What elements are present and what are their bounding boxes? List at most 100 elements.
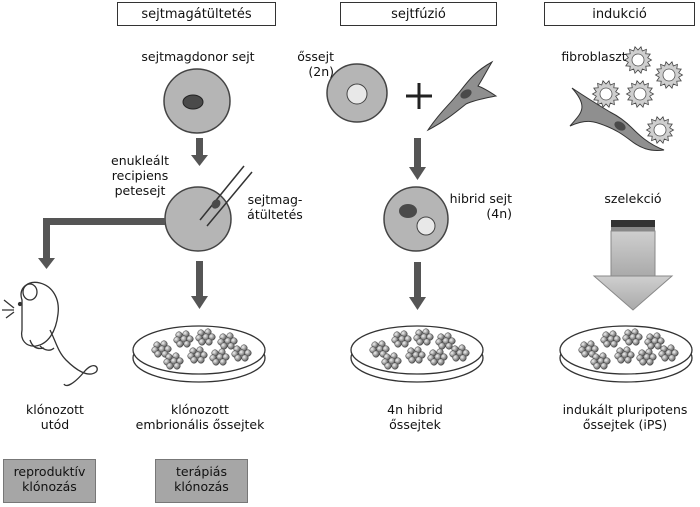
cell-ball [423,338,431,346]
cell-ball [654,342,662,350]
label-hybrid-line-1: hibrid sejt [449,191,512,206]
badge-reproductive-cloning: reproduktív klónozás [3,459,96,503]
cell-ball [668,354,676,362]
label-stem-line-1: őssejt [297,49,334,64]
label-hybrid-line-2: (4n) [486,206,512,221]
cell-ball [197,356,205,364]
cell-ball [198,338,206,346]
arrow-fusion-to-hybrid [409,138,426,180]
cell-ball [154,350,162,358]
cell-ball [445,342,453,350]
cell-ball [220,342,228,350]
cell-ball [438,342,446,350]
fibroblast-induction [569,87,665,151]
label-ips-line-1: indukált pluripotens [562,402,688,417]
badge-reproductive-line-2: klónozás [22,479,77,494]
cell-ball [241,354,249,362]
label-enucleated-line-1: enukleált [111,153,169,168]
label-donor-cell: sejtmagdonor sejt [141,49,255,64]
cell-ball [624,356,632,364]
label-enucleated-line-3: petesejt [114,183,166,198]
header-nuclear-transfer: sejtmagátültetés [117,2,276,26]
fibroblast-fusion [426,60,498,132]
micropipette [199,165,253,227]
cell-ball [600,362,608,370]
cell-ball [581,350,589,358]
cell-ball [610,340,618,348]
label-nt-step-line-2: átültetés [247,207,303,222]
label-selection: szelekció [604,191,662,206]
cell-ball [166,362,174,370]
cell-ball [415,356,423,364]
cell-ball [416,338,424,346]
cell-ball [632,338,640,346]
hybrid-cell-4n [383,186,449,252]
cell-ball [639,358,647,366]
arrow-to-offspring [38,218,165,269]
arrow-hybrid-to-dish [409,262,426,310]
label-cloned-offspring: klónozott utód [10,402,100,432]
arrow-recipient-to-dish [191,261,208,309]
stem-cell-2n [326,63,388,123]
cell-ball [459,354,467,362]
label-stem-cell-2n: őssejt (2n) [278,49,334,79]
label-fibroblast: fibroblaszt [561,49,627,64]
cell-ball [176,340,184,348]
cell-ball [593,362,601,370]
virus-icon [591,80,621,108]
label-cloned-embryonic: klónozott embrionális őssejtek [130,402,270,432]
cell-ball [394,340,402,348]
label-ips-line-2: őssejtek (iPS) [582,417,668,432]
plus-icon [406,83,432,109]
virus-particles [591,46,684,144]
badge-reproductive-line-1: reproduktív [13,464,86,479]
cell-ball [372,350,380,358]
virus-icon [645,116,675,144]
label-enucleated-recipient: enukleált recipiens petesejt [100,153,180,198]
label-ips: indukált pluripotens őssejtek (iPS) [550,402,700,432]
stem-cell-colonies-3 [578,328,679,370]
label-enucleated-line-2: recipiens [111,168,169,183]
cell-ball [212,358,220,366]
cell-ball [227,342,235,350]
cell-ball [625,338,633,346]
label-hybrid-cell: hibrid sejt (4n) [446,191,512,221]
badge-therapeutic-line-1: terápiás [176,464,227,479]
cell-ball [384,362,392,370]
label-embryonic-line-1: klónozott [171,402,229,417]
cell-ball [173,362,181,370]
mouse-icon [2,281,98,387]
label-offspring-line-1: klónozott [26,402,84,417]
label-stem-line-2: (2n) [308,64,334,79]
cell-ball [183,340,191,348]
label-embryonic-line-2: embrionális őssejtek [135,417,265,432]
badge-therapeutic-line-2: klónozás [174,479,229,494]
stem-cell-colonies-2 [369,328,470,370]
donor-cell [163,68,231,134]
selection-arrow [592,220,674,311]
label-hybrid-stem-cells: 4n hibrid őssejtek [370,402,460,432]
cell-ball [205,338,213,346]
cell-ball [646,358,654,366]
cell-ball [219,358,227,366]
cell-ball [603,340,611,348]
label-offspring-line-2: utód [40,417,70,432]
cell-ball [408,356,416,364]
virus-icon [625,80,655,108]
arrow-donor-to-recipient [191,138,208,166]
label-hybrid-sc-line-1: 4n hibrid [387,402,443,417]
cell-ball [190,356,198,364]
cell-ball [401,340,409,348]
header-cell-fusion: sejtfúzió [340,2,497,26]
virus-icon [654,61,684,89]
cell-ball [437,358,445,366]
cell-ball [661,354,669,362]
label-hybrid-sc-line-2: őssejtek [389,417,441,432]
cell-ball [452,354,460,362]
cell-ball [617,356,625,364]
stem-cell-colonies-1 [151,328,252,370]
virus-icon [623,46,653,74]
header-induction: indukció [544,2,695,26]
badge-therapeutic-cloning: terápiás klónozás [155,459,248,503]
